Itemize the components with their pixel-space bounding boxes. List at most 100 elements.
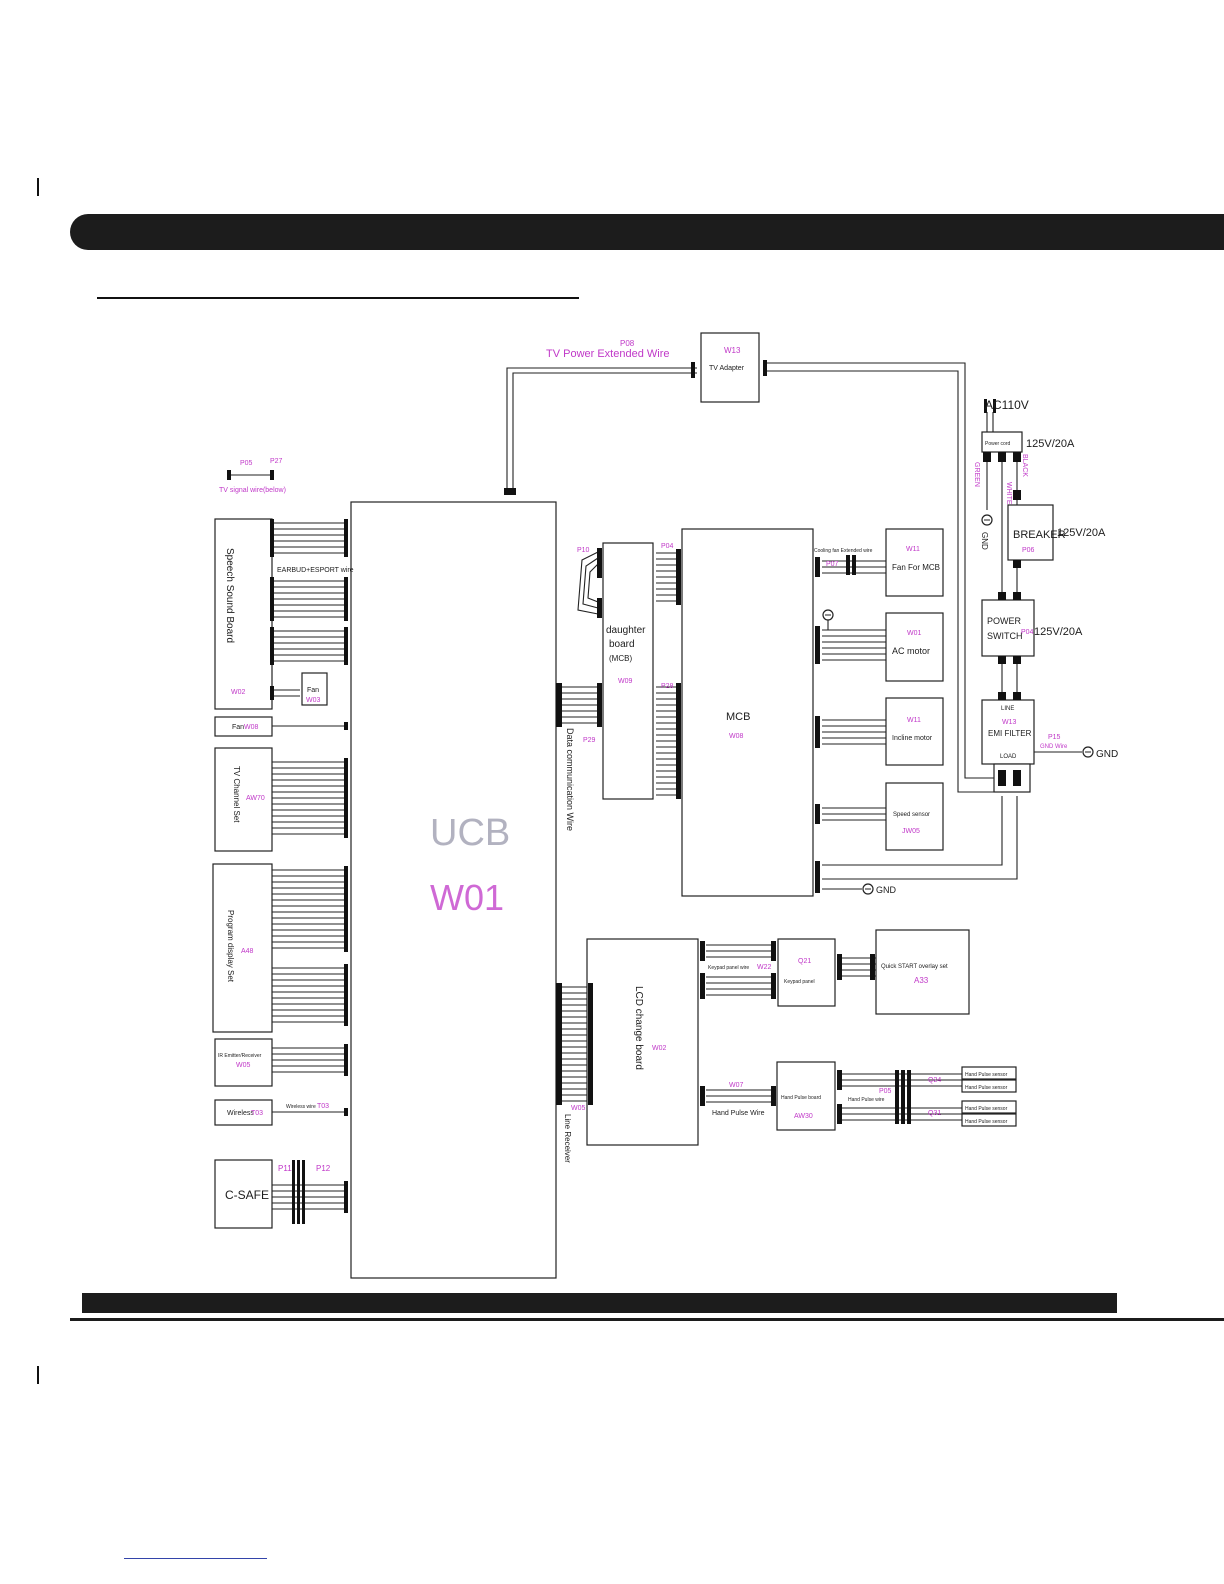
filter-gnd-code: P15 [1048, 734, 1061, 741]
keypad-panel-box [777, 938, 836, 1007]
keypad-panel-code: Q21 [798, 958, 811, 965]
fan-mcb-code: W11 [906, 546, 920, 553]
program-display-wires [272, 869, 344, 1023]
filter-label: EMI FILTER [988, 729, 1032, 738]
ac-motor-box [885, 612, 944, 682]
ucb-code: W01 [430, 877, 504, 918]
fan-wire-code: P07 [826, 561, 839, 568]
speech-wires [274, 522, 344, 697]
hp-sensor-1-label: Hand Pulse sensor [965, 1072, 1008, 1078]
emi-filter-box [981, 699, 1035, 765]
tv-channel-label: TV Channel Set [232, 766, 241, 823]
power-switch-code: P04 [1021, 629, 1034, 636]
mcb-label: MCB [726, 711, 750, 723]
start-unit-box [875, 929, 970, 1015]
mcb-box [681, 528, 814, 897]
speed-sensor-label: Speed sensor [893, 812, 930, 818]
start-unit-code: A33 [914, 976, 929, 985]
lcd-board-box [586, 938, 699, 1146]
ac-motor-code: W01 [907, 630, 922, 637]
power-cord-label: Power cord [985, 441, 1011, 447]
boxes [212, 332, 1054, 1279]
start-unit-label: Quick START overlay set [881, 964, 948, 970]
gnd-label-mcb: GND [876, 885, 897, 895]
keypad-wire-code: W22 [757, 964, 772, 971]
gnd-label-filter: GND [1096, 749, 1118, 760]
hp-code-upper: Q24 [928, 1077, 941, 1084]
hand-pulse-wire-code: W07 [729, 1082, 744, 1089]
fan-wire-label: Cooling fan Extended wire [814, 548, 873, 554]
ground-icon-filter [1082, 746, 1094, 758]
gnd-label-power: GND [980, 532, 989, 550]
crop-mark-top [37, 178, 39, 196]
hand-pulse-ext-code: P05 [879, 1088, 892, 1095]
ucb-lcd-wires [562, 986, 588, 1102]
white-wire-label: WHITE [1005, 482, 1012, 505]
filter-load-label: LOAD [1000, 754, 1017, 760]
ucb-board-box [350, 501, 557, 1279]
power-switch-label-2: SWITCH [987, 631, 1023, 641]
speed-sensor-box [885, 782, 944, 851]
daughter-p-in: P10 [577, 547, 590, 554]
earphone-wire-label: EARBUD+ESPORT wire [277, 567, 354, 574]
breaker-rating: 125V/20A [1057, 527, 1106, 539]
csafe-box [214, 1159, 273, 1229]
tv-power-wire-code: P08 [620, 339, 635, 348]
hand-pulse-board-code: AW30 [794, 1113, 813, 1120]
filter-line-label: LINE [1001, 706, 1014, 712]
page-link-underline[interactable] [124, 1558, 267, 1559]
wireless-code: T03 [251, 1110, 263, 1117]
ir-unit-label: IR Emitter/Receiver [218, 1053, 262, 1059]
ac-in-label: AC110V [985, 398, 1029, 412]
lcd-sub-label: Line Receiver [563, 1114, 572, 1163]
keypad-panel-label: Keypad panel [784, 979, 815, 985]
data-wire-code: P29 [583, 737, 596, 744]
wireless-box [214, 1099, 273, 1126]
header-bar [70, 214, 1224, 250]
tv-adapter-label: TV Adapter [709, 365, 745, 372]
lcd-code: W02 [652, 1045, 667, 1052]
daughter-board-box [602, 542, 654, 800]
tv-power-wire-label: TV Power Extended Wire [546, 348, 670, 360]
wireless-wire-code: T03 [317, 1103, 329, 1110]
hp-sensor-3-box [961, 1100, 1017, 1114]
daughter-p-out: P04 [661, 543, 674, 550]
power-switch-rating: 125V/20A [1034, 626, 1083, 638]
breaker-code: P06 [1022, 547, 1035, 554]
keypad-wire-label: Keypad panel wire [708, 965, 749, 971]
incline-motor-label: Incline motor [892, 735, 933, 742]
tv-channel-box [214, 747, 273, 852]
hp-sensor-4-label: Hand Pulse sensor [965, 1119, 1008, 1125]
ac-motor-label: AC motor [892, 646, 930, 656]
incline-motor-code: W11 [907, 717, 921, 724]
power-switch-box [981, 599, 1035, 657]
tv-channel-code: AW70 [246, 795, 265, 802]
fan-unit-code: W08 [244, 724, 259, 731]
connectors [227, 360, 1021, 1224]
fan-small-box [301, 672, 328, 706]
footer-bar [82, 1293, 1117, 1313]
incline-motor-box [885, 697, 944, 766]
lcd-sub-code: W05 [571, 1105, 586, 1112]
crop-mark-bottom [37, 1366, 39, 1384]
filter-code: W13 [1002, 719, 1017, 726]
data-wire-label: Data communication Wire [565, 728, 575, 831]
fan-unit-box [214, 716, 273, 737]
tv-adapter-code: W13 [724, 346, 741, 355]
footer-rule [70, 1318, 1224, 1321]
csafe-code-1: P11 [278, 1164, 292, 1173]
breaker-box [1007, 504, 1054, 561]
tv-adapter-box [700, 332, 760, 403]
power-cord-rating: 125V/20A [1026, 438, 1075, 450]
tv-signal-label: TV signal wire(below) [219, 487, 286, 494]
wireless-wire-label: Wireless wire [286, 1104, 316, 1110]
fan-mcb-box [885, 528, 944, 597]
hand-pulse-board-label: Hand Pulse board [781, 1095, 821, 1101]
ground-icon-motor [822, 609, 834, 621]
tv-signal-code-1: P05 [240, 460, 253, 467]
tv-channel-wires [272, 761, 344, 835]
ir-unit-code: W05 [236, 1062, 251, 1069]
green-wire-label: GREEN [973, 462, 980, 487]
fan-small-code: W03 [306, 697, 321, 704]
speech-board-box [214, 518, 273, 710]
